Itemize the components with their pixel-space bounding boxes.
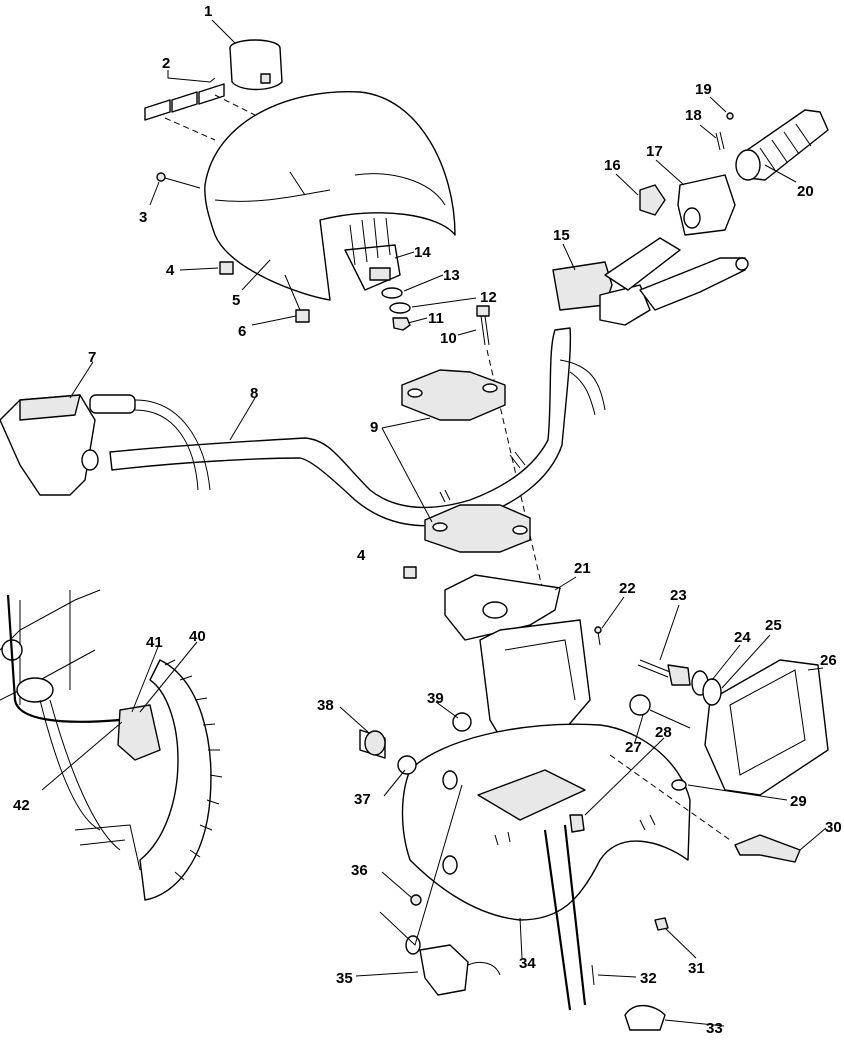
- callout-42: 42: [13, 797, 30, 814]
- callout-18: 18: [685, 107, 702, 124]
- bulb-socket: [629, 659, 722, 729]
- callout-32: 32: [640, 970, 657, 987]
- callout-41: 41: [146, 634, 163, 651]
- connector-30: [609, 754, 801, 863]
- callout-27: 27: [625, 739, 642, 756]
- callout-37: 37: [354, 791, 371, 808]
- headlight: [704, 659, 829, 796]
- leader-lines: [41, 19, 827, 1027]
- callout-11: 11: [428, 310, 444, 327]
- mounting-bracket: [444, 574, 591, 746]
- nut-plate-lower: [403, 566, 417, 579]
- callout-6: 6: [238, 323, 246, 340]
- callout-30: 30: [825, 819, 842, 836]
- callout-8: 8: [250, 385, 258, 402]
- grip: [735, 109, 829, 181]
- handlebar-cover: [204, 90, 456, 301]
- callout-34: 34: [519, 955, 536, 972]
- callout-38: 38: [317, 697, 334, 714]
- callout-21: 21: [574, 560, 591, 577]
- clamp-lower: [424, 504, 531, 553]
- callout-4a: 4: [166, 262, 175, 279]
- callout-40: 40: [189, 628, 206, 645]
- callout-labels: 1 2 3 4 5 6 7 8 9 10 11 12 13 14 15 16 1…: [13, 3, 842, 1037]
- clamp-upper: [401, 369, 506, 421]
- callout-15: 15: [553, 227, 570, 244]
- clips: [144, 83, 256, 141]
- callout-35: 35: [336, 970, 353, 987]
- gauge: [229, 39, 283, 91]
- callout-4b: 4: [357, 547, 366, 564]
- callout-24: 24: [734, 629, 751, 646]
- callout-2: 2: [162, 55, 170, 72]
- callout-22: 22: [619, 580, 636, 597]
- nut-plate-upper: [219, 261, 234, 275]
- handlebar: [109, 327, 606, 527]
- switch-bracket: [344, 217, 401, 291]
- callout-28: 28: [655, 724, 672, 741]
- callout-23: 23: [670, 587, 687, 604]
- callout-33: 33: [706, 1020, 723, 1037]
- callout-26: 26: [820, 652, 837, 669]
- callout-5: 5: [232, 292, 240, 309]
- callout-20: 20: [797, 183, 814, 200]
- small-parts: [359, 626, 687, 1031]
- throttle-housing: [639, 174, 736, 236]
- callout-31: 31: [688, 960, 705, 977]
- left-control: [0, 394, 211, 496]
- washer-nut-stack: [381, 287, 411, 331]
- callout-9: 9: [370, 419, 378, 436]
- callout-7: 7: [88, 349, 96, 366]
- callout-29: 29: [790, 793, 807, 810]
- brake-detail: [0, 589, 223, 901]
- master-cylinder: [552, 237, 749, 326]
- screw-3: [156, 172, 201, 189]
- callout-17: 17: [646, 143, 663, 160]
- callout-39: 39: [427, 690, 444, 707]
- callout-1: 1: [204, 3, 212, 20]
- callout-3: 3: [139, 209, 147, 226]
- callout-10: 10: [440, 330, 457, 347]
- callout-36: 36: [351, 862, 368, 879]
- callout-16: 16: [604, 157, 621, 174]
- callout-13: 13: [443, 267, 460, 284]
- callout-19: 19: [695, 81, 712, 98]
- callout-25: 25: [765, 617, 782, 634]
- screws-18-19: [715, 112, 734, 151]
- headlight-housing: [401, 723, 691, 1011]
- bolt-10: [476, 305, 546, 601]
- callout-12: 12: [480, 289, 497, 306]
- callout-14: 14: [414, 244, 431, 261]
